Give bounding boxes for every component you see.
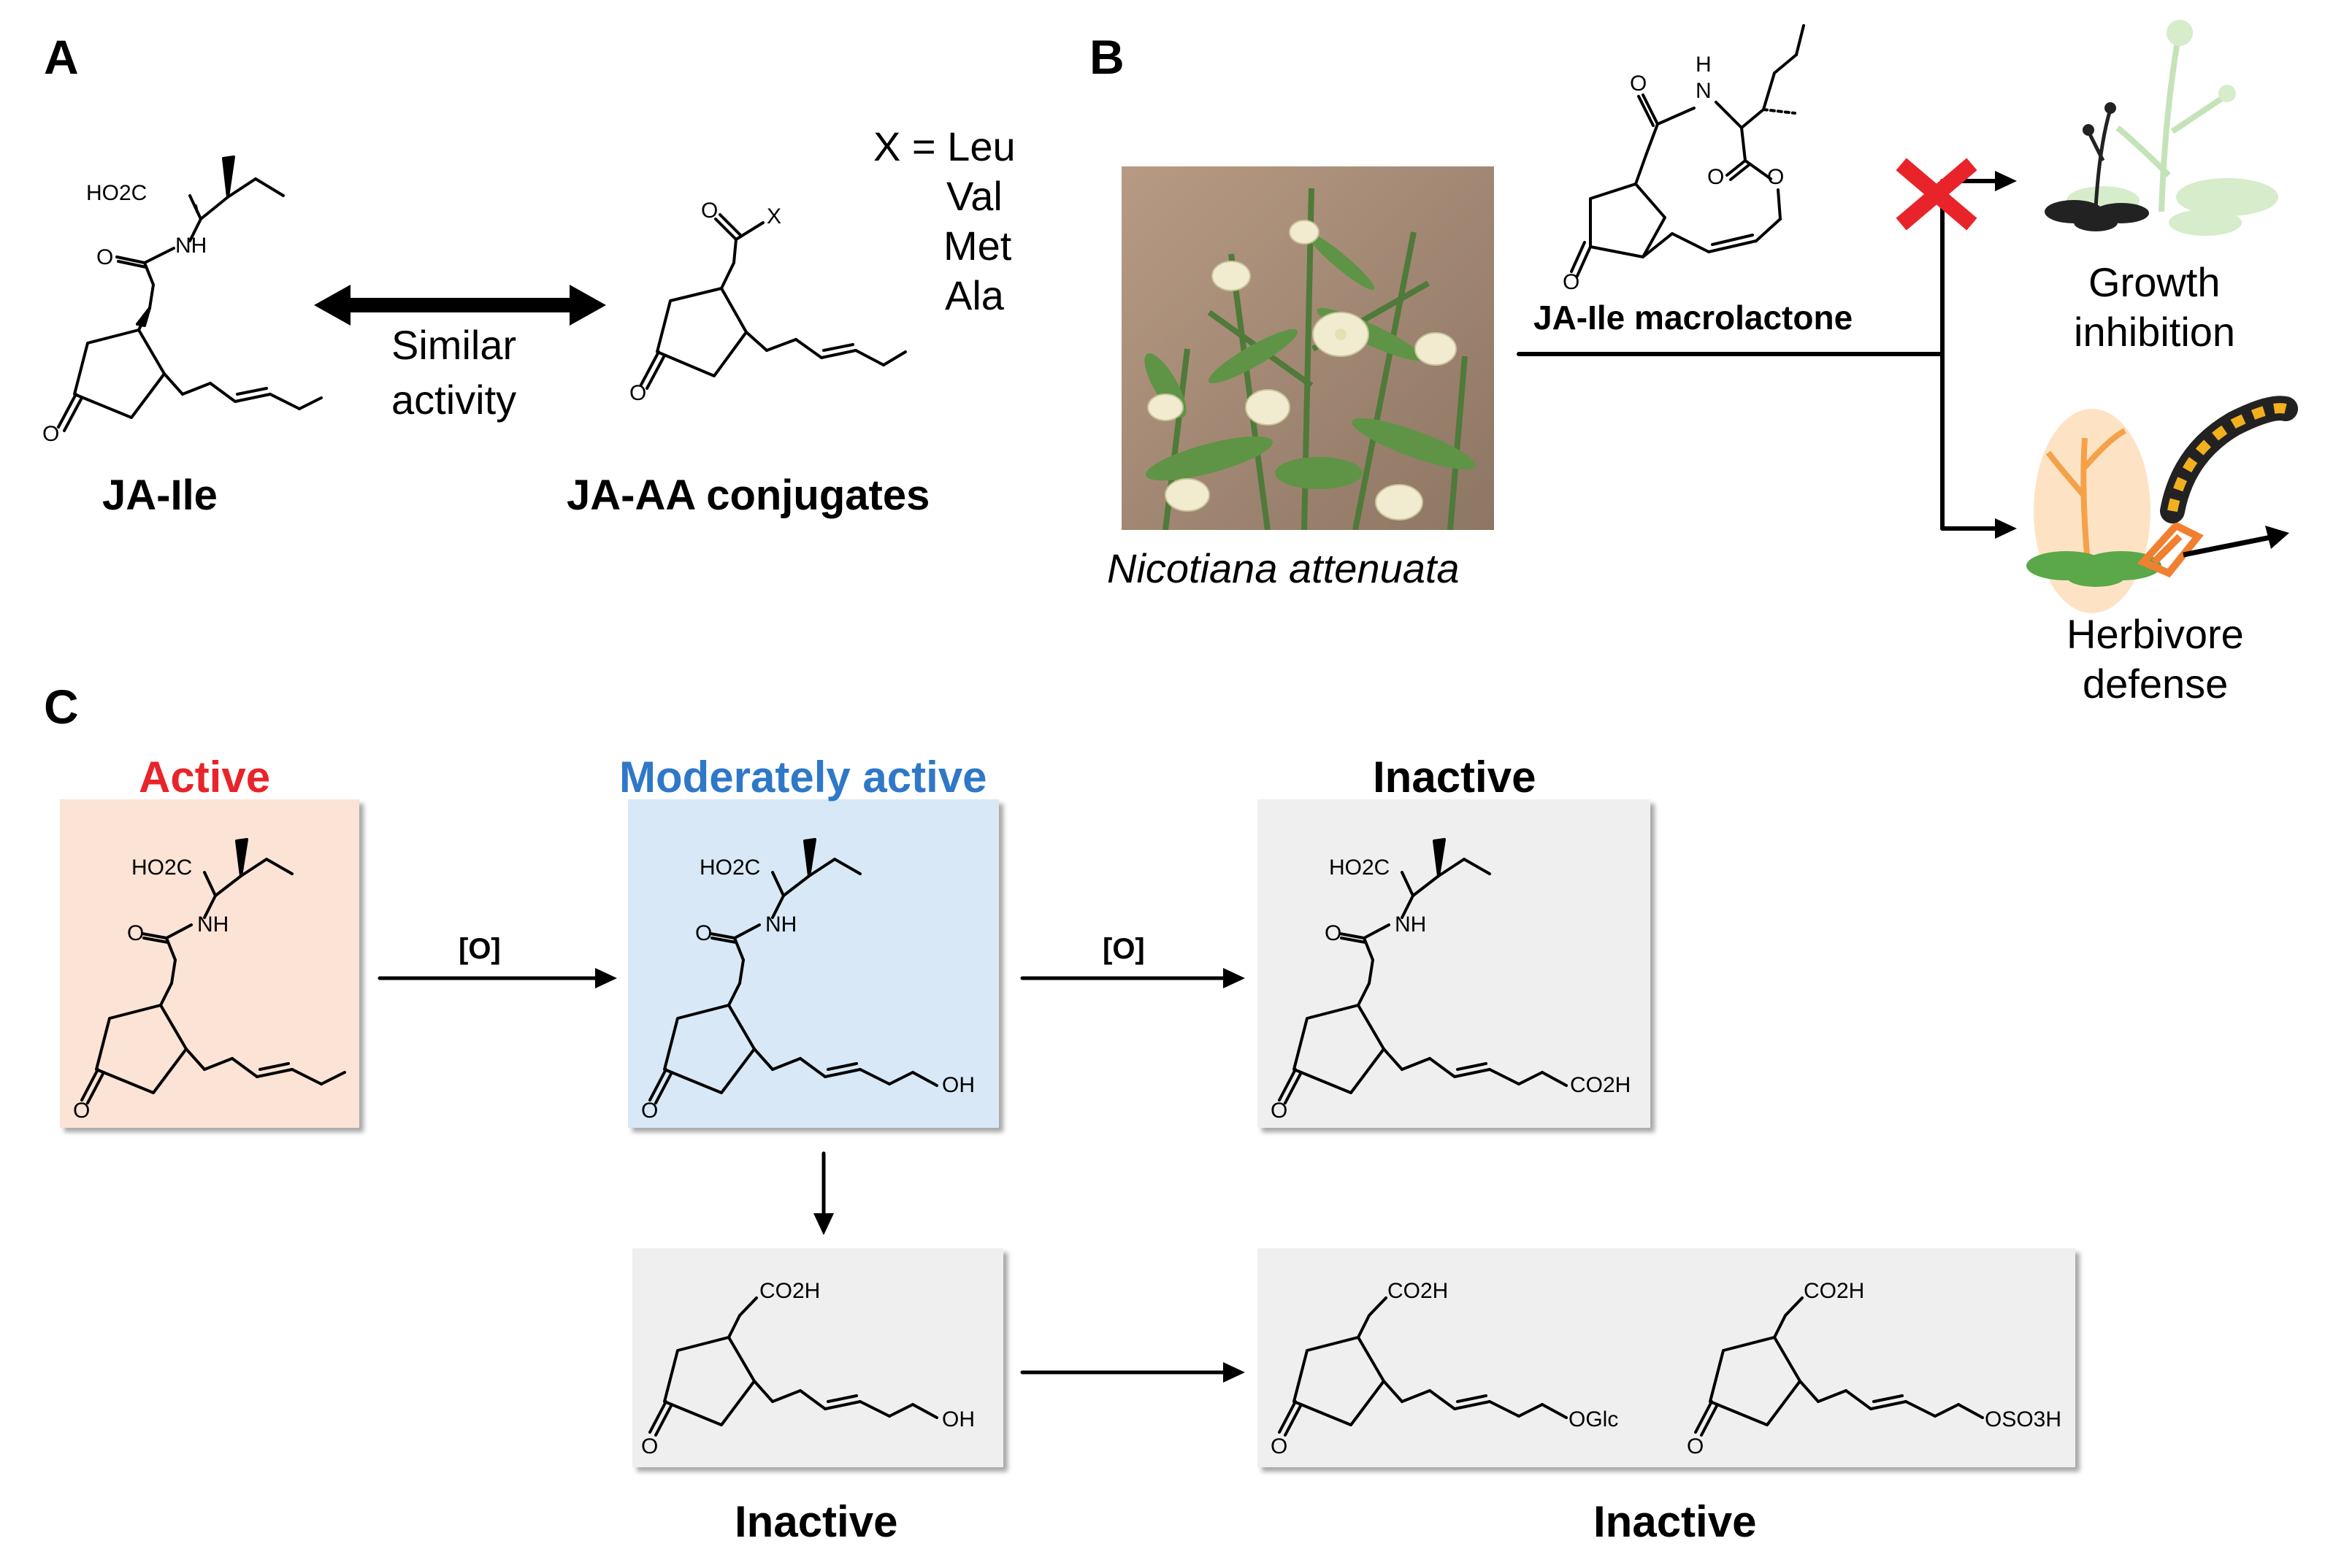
moderately-active-label: Moderately active xyxy=(619,753,987,802)
herbivore-defense-line1: Herbivore xyxy=(2067,611,2244,657)
moderate-o-amide-label: O xyxy=(695,921,713,945)
panel-label-b: B xyxy=(1089,30,1125,84)
growth-inhibition-line2: inhibition xyxy=(2074,309,2236,355)
moderate-o-ketone-label: O xyxy=(641,1099,659,1123)
inactive-bottom-left-label: Inactive xyxy=(735,1497,898,1546)
moderate-oh-label: OH xyxy=(942,1073,975,1097)
oxidation-label-1: [O] xyxy=(459,933,501,965)
inactive-bottom-left-structure xyxy=(648,1296,938,1437)
active-label: Active xyxy=(139,753,271,802)
macrolactone-o-ring-label: O xyxy=(1767,165,1785,189)
x-definition-met: Met xyxy=(943,223,1012,269)
oglc-o-ketone-label: O xyxy=(1271,1434,1288,1459)
similar-activity-line2: activity xyxy=(391,377,517,423)
ja-aa-structure xyxy=(640,213,907,390)
active-o-amide-label: O xyxy=(127,921,145,945)
panel-label-a: A xyxy=(44,30,79,84)
macrolactone-structure xyxy=(1570,24,1805,277)
macrolactone-n-label: N xyxy=(1696,79,1712,103)
growth-plant-icon xyxy=(2045,20,2278,236)
plant-photo-caption: Nicotiana attenuata xyxy=(1107,545,1460,591)
active-o-ketone-label: O xyxy=(73,1099,91,1123)
similar-activity-line1: Similar xyxy=(391,322,517,368)
ja-ile-o-ketone-label: O xyxy=(42,422,60,446)
inactive-top-nh-label: NH xyxy=(1395,912,1427,937)
x-definition-ala: Ala xyxy=(945,272,1004,318)
oso3h-co2h-label: CO2H xyxy=(1804,1279,1865,1303)
ja-aa-o-ketone-label: O xyxy=(629,381,647,405)
macrolactone-o-amide-label: O xyxy=(1630,72,1647,96)
inactive-top-compound-structure xyxy=(1278,838,1568,1104)
active-nh-label: NH xyxy=(197,912,229,937)
inactive-top-o-amide-label: O xyxy=(1325,921,1342,945)
oso3h-o-ketone-label: O xyxy=(1687,1434,1704,1459)
macrolactone-name: JA-Ile macrolactone xyxy=(1533,299,1853,337)
caterpillar-icon xyxy=(2160,396,2298,523)
bottom-left-o-ketone-label: O xyxy=(641,1434,659,1459)
ja-ile-name: JA-Ile xyxy=(102,472,218,519)
moderate-ho2c-label: HO2C xyxy=(700,856,761,880)
inactive-top-o-ketone-label: O xyxy=(1271,1099,1288,1123)
defense-plant-icon xyxy=(2026,396,2298,613)
growth-inhibition-line1: Growth xyxy=(2088,259,2221,305)
plant-photo xyxy=(1122,166,1494,530)
x-definition-val: Val xyxy=(946,173,1003,219)
inactive-top-box xyxy=(1257,799,1650,1128)
active-compound-box xyxy=(60,799,359,1128)
ja-aa-x-label: X xyxy=(767,204,782,228)
oxidation-label-2: [O] xyxy=(1103,933,1145,965)
ja-ile-structure xyxy=(57,155,323,432)
inactive-bottom-right-label: Inactive xyxy=(1593,1497,1757,1546)
inactive-top-ho2c-label: HO2C xyxy=(1329,856,1390,880)
moderate-nh-label: NH xyxy=(765,912,797,937)
ja-aa-name: JA-AA conjugates xyxy=(567,472,930,519)
inactive-oglc-structure xyxy=(1278,1296,1568,1437)
inactive-bottom-right-box xyxy=(1257,1248,2075,1467)
ja-ile-o-amide-label: O xyxy=(96,245,114,269)
oglc-co2h-label: CO2H xyxy=(1387,1279,1449,1303)
herbivore-defense-line2: defense xyxy=(2083,661,2229,707)
macrolactone-o-ester-label: O xyxy=(1707,165,1725,189)
panel-label-c: C xyxy=(44,680,79,734)
bottom-left-oh-label: OH xyxy=(942,1407,975,1431)
active-ho2c-label: HO2C xyxy=(131,856,193,880)
ja-aa-o-label: O xyxy=(701,199,719,223)
inactive-top-co2h-label: CO2H xyxy=(1570,1073,1631,1097)
similar-activity-arrow xyxy=(314,285,606,326)
inactive-oso3h-structure xyxy=(1694,1296,1984,1437)
bottom-left-co2h-label: CO2H xyxy=(759,1279,821,1303)
macrolactone-h-label: H xyxy=(1696,53,1712,77)
x-definition-leu: X = Leu xyxy=(873,123,1016,169)
moderate-compound-structure xyxy=(648,838,938,1104)
oso3h-group-label: OSO3H xyxy=(1985,1407,2062,1431)
ja-ile-ho2c-label: HO2C xyxy=(86,181,148,205)
active-compound-structure xyxy=(80,838,346,1104)
inactive-top-label: Inactive xyxy=(1373,753,1536,802)
oglc-group-label: OGlc xyxy=(1568,1407,1619,1431)
ja-ile-nh-label: NH xyxy=(175,234,207,258)
inactive-bottom-left-box xyxy=(632,1248,1003,1467)
macrolactone-o-ketone-label: O xyxy=(1563,270,1580,294)
inhibition-cross xyxy=(1896,158,1977,231)
